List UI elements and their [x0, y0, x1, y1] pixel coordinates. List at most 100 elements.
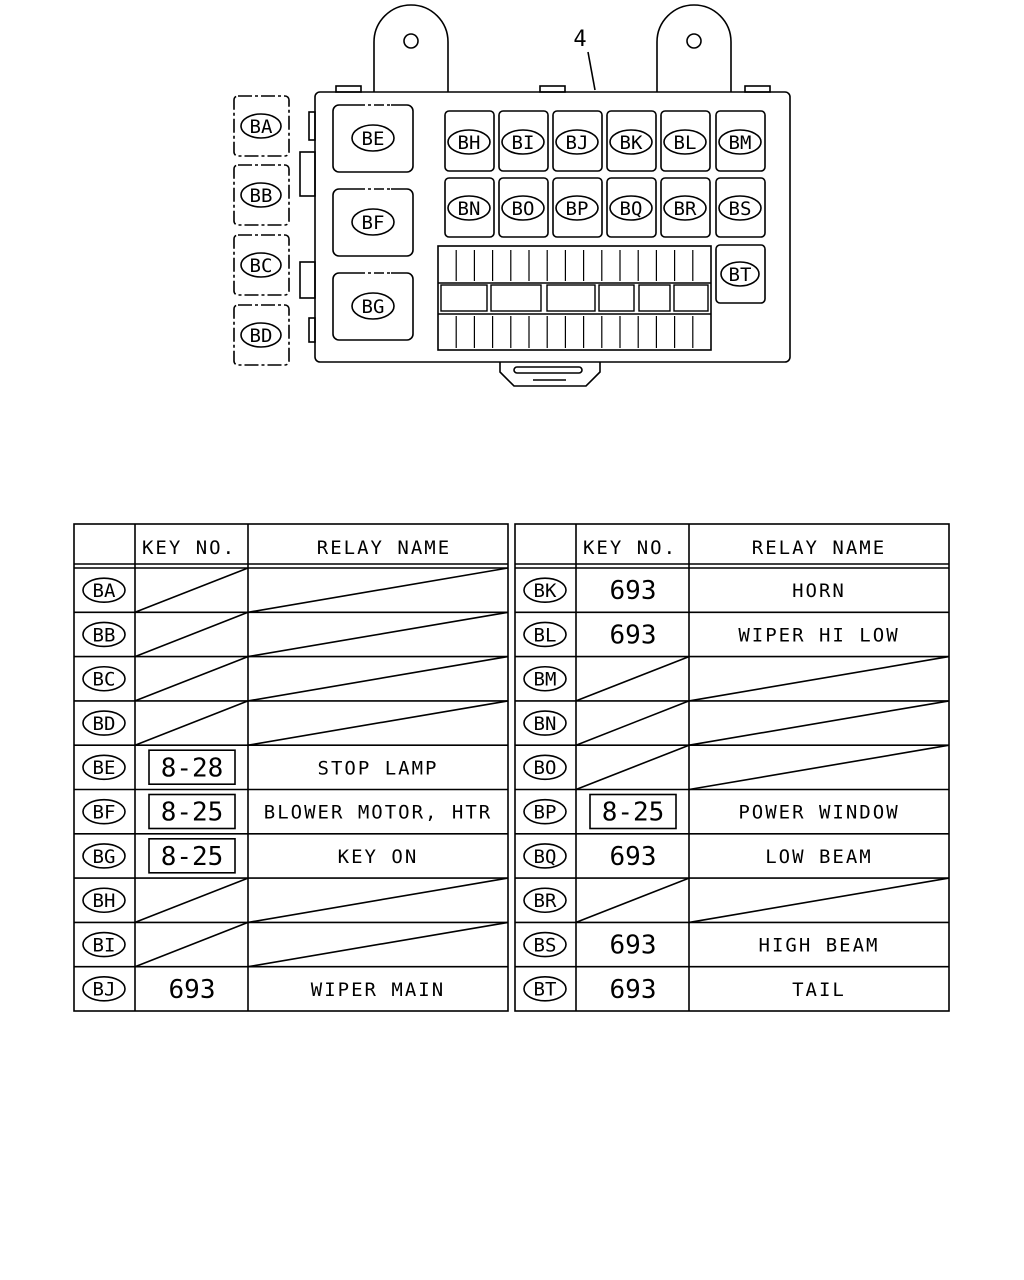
empty-slash — [688, 655, 950, 702]
relay-code-badge: BQ — [523, 843, 567, 869]
side-tab — [308, 317, 316, 343]
empty-slash — [134, 655, 249, 702]
relay-code-label: BG — [93, 846, 116, 868]
relay-slot — [552, 110, 603, 172]
key-no-cell: 8-25 — [161, 842, 224, 872]
badge-outline — [240, 252, 282, 278]
fuse-slot — [440, 284, 488, 312]
relay-code-badge: BM — [523, 665, 567, 692]
relay-code-badge: BF — [82, 798, 126, 825]
relay-code-label: BF — [362, 212, 385, 234]
relay-code-label: BT — [534, 979, 557, 1001]
relay-code-label: BR — [534, 890, 557, 912]
badge-outline — [523, 843, 567, 869]
empty-slash — [575, 700, 690, 746]
relay-code-badge: BM — [718, 129, 762, 155]
relay-code-label: BI — [512, 132, 535, 154]
table-frame — [514, 523, 950, 1012]
badge-outline — [718, 129, 762, 155]
relay-code-label: BA — [250, 116, 273, 138]
relay-slot — [715, 244, 766, 304]
relay-name-cell: STOP LAMP — [318, 757, 439, 779]
relay-code-badge: BO — [523, 754, 567, 781]
badge-outline — [663, 195, 707, 221]
empty-slash — [247, 611, 509, 658]
key-no-cell: 693 — [169, 975, 216, 1005]
key-no-cell: 693 — [610, 620, 657, 650]
relay-code-label: BH — [93, 890, 116, 912]
relay-slot — [444, 177, 495, 238]
relay-code-badge: BN — [447, 195, 491, 221]
relay-code-label: BS — [729, 198, 752, 220]
relay-code-badge: BJ — [555, 129, 599, 155]
badge-outline — [663, 129, 707, 155]
empty-slash — [688, 700, 950, 746]
relay-code-badge: BK — [523, 577, 567, 603]
key-no-cell: 693 — [610, 576, 657, 606]
badge-outline — [82, 887, 126, 914]
relay-slot — [233, 95, 290, 157]
relay-name-cell: WIPER HI LOW — [738, 624, 899, 646]
table-row: BR — [515, 877, 950, 924]
relay-code-badge: BG — [82, 843, 126, 869]
relay-code-label: BM — [534, 669, 557, 691]
key-ref-box — [148, 749, 236, 786]
empty-slash — [688, 877, 950, 924]
mounting-ear-right — [656, 4, 732, 92]
badge-outline — [523, 887, 567, 914]
relay-box-housing — [314, 91, 791, 363]
relay-code-label: BB — [250, 185, 273, 207]
relay-name-cell: HORN — [792, 580, 846, 602]
relay-code-label: BT — [729, 264, 752, 286]
table-row: BO — [515, 744, 950, 791]
relay-code-badge: BG — [351, 292, 395, 320]
key-ref-box — [148, 793, 236, 830]
relay-code-badge: BS — [523, 931, 567, 958]
empty-slash — [134, 921, 249, 968]
table-row: BM — [515, 655, 950, 702]
empty-slash — [134, 611, 249, 658]
relay-code-badge: BS — [718, 195, 762, 221]
relay-code-label: BL — [674, 132, 697, 154]
relay-code-label: BK — [534, 580, 557, 602]
badge-outline — [82, 710, 126, 736]
relay-code-label: BN — [458, 198, 481, 220]
key-no-cell: 693 — [610, 842, 657, 872]
empty-slash — [575, 744, 690, 791]
relay-slot — [660, 177, 711, 238]
side-tab — [299, 261, 316, 299]
badge-outline — [82, 931, 126, 958]
empty-slash — [575, 655, 690, 702]
relay-name-cell: LOW BEAM — [765, 846, 873, 868]
badge-outline — [501, 129, 545, 155]
badge-outline — [82, 621, 126, 648]
empty-slash — [134, 567, 249, 614]
relay-name-cell: BLOWER MOTOR, HTR — [264, 802, 492, 824]
relay-code-label: BJ — [93, 979, 116, 1001]
relay-code-badge: BT — [523, 976, 567, 1002]
table-row: BD — [74, 700, 509, 747]
empty-slash — [247, 700, 509, 746]
side-tab — [299, 151, 316, 197]
badge-outline — [523, 621, 567, 648]
key-no-header: KEY NO. — [583, 537, 677, 559]
relay-code-label: BH — [458, 132, 481, 154]
badge-outline — [555, 129, 599, 155]
badge-outline — [523, 798, 567, 825]
table-row: BA — [74, 567, 509, 614]
relay-code-label: BN — [534, 713, 557, 735]
key-no-cell: 8-28 — [161, 753, 224, 783]
empty-slash — [247, 567, 509, 614]
relay-slot — [498, 177, 549, 238]
relay-code-label: BD — [93, 713, 116, 735]
relay-code-badge: BH — [447, 129, 491, 155]
relay-name-cell: HIGH BEAM — [759, 935, 880, 957]
badge-outline — [609, 195, 653, 221]
relay-code-label: BI — [93, 934, 116, 956]
fuse-block — [437, 245, 712, 351]
